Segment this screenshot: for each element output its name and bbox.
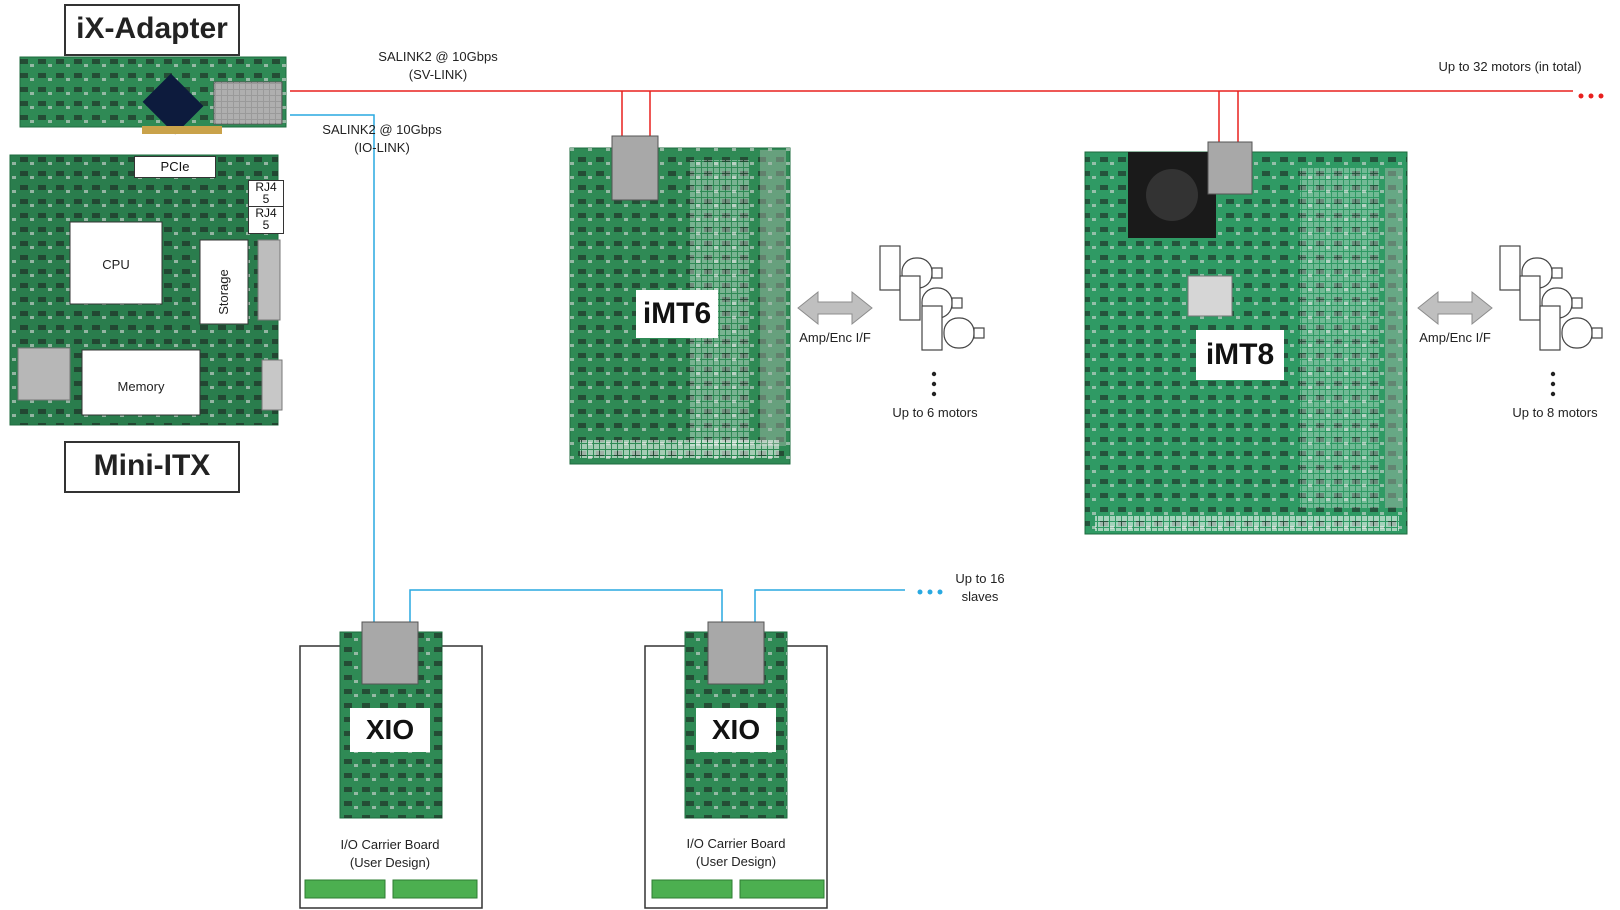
ix-adapter-title: iX-Adapter: [64, 4, 240, 56]
sv-continue-dots: [1578, 93, 1604, 99]
motor-group-8: [1499, 245, 1603, 397]
rj45-top-label: RJ4 5: [248, 180, 284, 208]
carrier2-label-line2: (User Design): [695, 854, 777, 869]
up-to-16-slaves-line2: slaves: [961, 589, 999, 604]
amp-enc-arrow-2: [1417, 290, 1493, 326]
sv-link-lines: [290, 90, 1573, 148]
xio1-terminal-a: [304, 879, 386, 899]
carrier2-label-line1: I/O Carrier Board: [686, 836, 786, 851]
carrier1-label-line2: (User Design): [349, 855, 431, 870]
imt6-board: [569, 135, 791, 465]
motor-group-6: [879, 245, 985, 397]
ix-adapter-board: [19, 56, 287, 135]
mini-itx-board: [9, 154, 283, 426]
io-link-continue: [754, 589, 905, 622]
more-motors-dots-8: [1550, 371, 1556, 397]
xio2-sfp-cage: [707, 621, 765, 685]
io-link-xio1-to-xio2: [409, 589, 723, 622]
amp-enc-label-1: Amp/Enc I/F: [799, 330, 871, 345]
memory-label: Memory: [117, 379, 165, 394]
imt6-sfp-cage: [611, 135, 659, 201]
sv-link-name-label: (SV-LINK): [408, 67, 468, 82]
motor-icon: [1539, 305, 1603, 351]
up-to-16-slaves-line1: Up to 16: [955, 571, 1005, 586]
storage-slot: [199, 239, 249, 325]
io-link-main: [290, 114, 375, 622]
imt6-badge: iMT6: [636, 290, 718, 338]
cpu-socket: [69, 221, 163, 305]
up-to-8-motors-label: Up to 8 motors: [1512, 405, 1598, 420]
more-motors-dots-6: [931, 371, 937, 397]
chipset-heatsink: [17, 347, 71, 401]
io-continue-dots: [917, 589, 943, 595]
cpu-label: CPU: [102, 257, 130, 272]
xio1-terminal-b: [392, 879, 478, 899]
fpga-heatsink: [142, 73, 204, 135]
imt8-sfp-cage: [1207, 141, 1253, 195]
pcie-edge-connector: [142, 126, 222, 134]
imt8-badge: iMT8: [1196, 330, 1284, 380]
mini-itx-title: Mini-ITX: [64, 441, 240, 493]
xio1-badge: XIO: [350, 708, 430, 752]
motor-icon: [921, 305, 985, 351]
carrier1-label-line1: I/O Carrier Board: [340, 837, 440, 852]
xio2-badge: XIO: [696, 708, 776, 752]
sv-link-speed-label: SALINK2 @ 10Gbps: [378, 49, 498, 64]
pcie-label: PCIe: [134, 156, 216, 178]
amp-enc-label-2: Amp/Enc I/F: [1419, 330, 1491, 345]
xio1-sfp-cage: [361, 621, 419, 685]
io-link-speed-label: SALINK2 @ 10Gbps: [322, 122, 442, 137]
io-link-lines: [290, 114, 905, 622]
up-to-6-motors-label: Up to 6 motors: [892, 405, 978, 420]
up-to-32-motors-label: Up to 32 motors (in total): [1438, 59, 1582, 74]
io-link-name-label: (IO-LINK): [354, 140, 410, 155]
memory-slot: [81, 349, 201, 416]
storage-label: Storage: [216, 269, 231, 315]
rj45-bottom-label: RJ4 5: [248, 206, 284, 234]
imt8-board: [1084, 141, 1408, 535]
amp-enc-arrow-1: [797, 290, 873, 326]
xio2-terminal-a: [651, 879, 733, 899]
xio2-terminal-b: [739, 879, 825, 899]
